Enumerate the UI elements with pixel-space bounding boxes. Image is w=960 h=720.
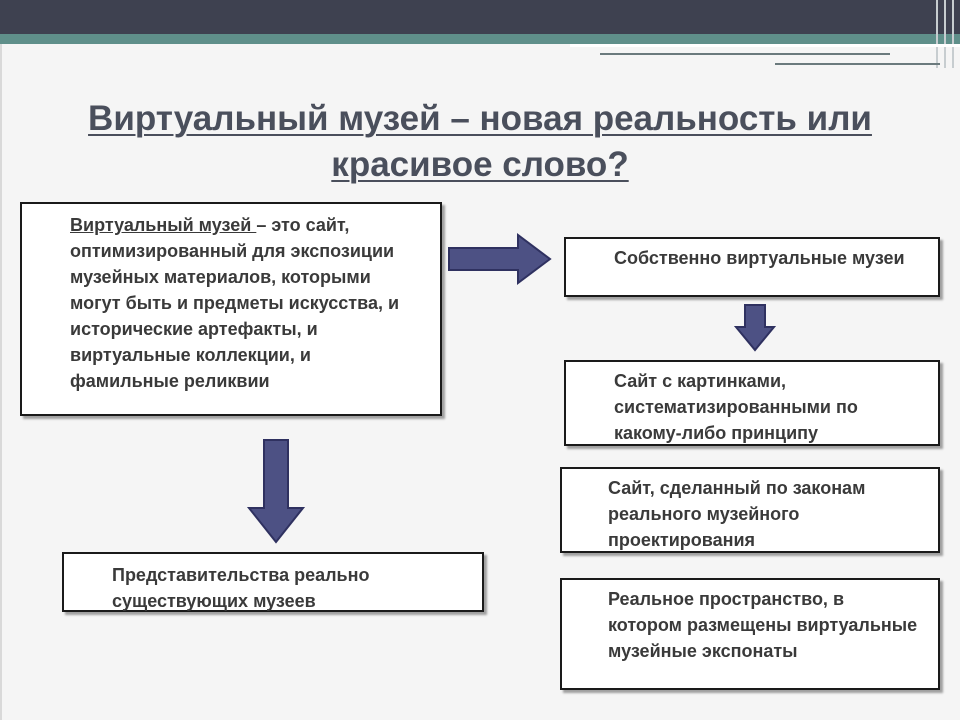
decor-line-2 <box>600 53 890 55</box>
virtual-museums-text: Собственно виртуальные музеи <box>614 248 905 268</box>
corner-decoration <box>930 0 960 68</box>
slide-title-line2: красивое слово? <box>331 145 629 184</box>
decor-line-3 <box>775 63 940 65</box>
top-dark-bar <box>0 0 960 34</box>
represent-text: Представительства реально существующих м… <box>112 565 370 611</box>
slide-title: Виртуальный музей – новая реальность или… <box>60 96 900 188</box>
type-text-2: Сайт, сделанный по законам реального муз… <box>608 478 866 550</box>
definition-term: Виртуальный музей <box>70 215 257 235</box>
type-box-2: Сайт, сделанный по законам реального муз… <box>560 467 940 553</box>
type-box-3: Реальное пространство, в котором размеще… <box>560 578 940 690</box>
represent-box: Представительства реально существующих м… <box>62 552 484 612</box>
slide-title-line1: Виртуальный музей – новая реальность или <box>88 99 872 138</box>
top-teal-band <box>0 34 960 44</box>
definition-text: Виртуальный музей – это сайт, оптимизиро… <box>70 212 420 394</box>
type-text-3: Реальное пространство, в котором размеще… <box>608 589 918 661</box>
type-text-1: Сайт с картинками, систематизированными … <box>614 371 858 443</box>
down-arrow-icon-small <box>734 304 776 352</box>
definition-rest: – это сайт, оптимизированный для экспози… <box>70 215 400 391</box>
definition-box: Виртуальный музей – это сайт, оптимизиро… <box>20 202 442 416</box>
type-box-1: Сайт с картинками, систематизированными … <box>564 360 940 446</box>
down-arrow-icon-large <box>246 439 306 544</box>
right-arrow-icon <box>448 233 552 285</box>
decor-line-1 <box>570 44 960 47</box>
virtual-museums-box: Собственно виртуальные музеи <box>564 237 940 297</box>
